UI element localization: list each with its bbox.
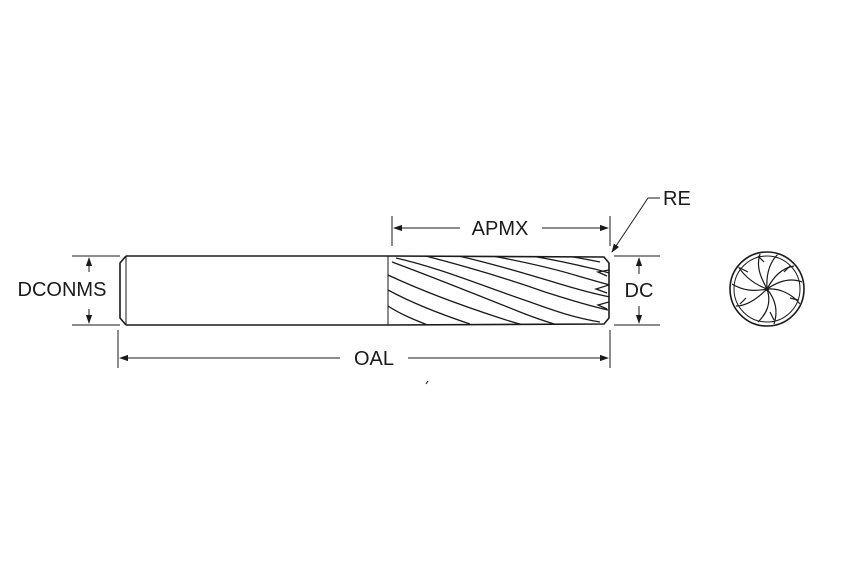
apmx-label: APMX: [472, 218, 529, 240]
dc-dimension: DC: [614, 255, 660, 326]
dconms-label: DCONMS: [18, 279, 107, 301]
tool-shank: [119, 255, 389, 326]
re-label: RE: [663, 188, 691, 210]
dc-label: DC: [625, 280, 654, 302]
tool-end-view: [729, 251, 805, 327]
oal-dimension: OAL: [117, 330, 611, 370]
oal-label: OAL: [354, 348, 394, 370]
tool-flutes: [387, 255, 610, 326]
apmx-dimension: APMX: [391, 216, 611, 246]
dconms-dimension: DCONMS: [18, 255, 120, 326]
re-leader: RE: [611, 188, 691, 253]
stray-mark: [425, 380, 429, 385]
